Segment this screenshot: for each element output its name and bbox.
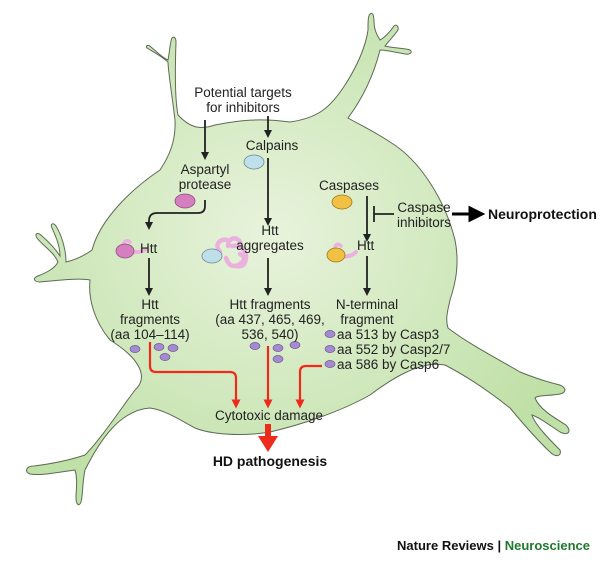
label-htt-aggregates-1: Htt: [261, 223, 279, 238]
htt-fragment-dots-middle: [249, 341, 301, 363]
neuron-cell-body: [26, 12, 570, 506]
credit-publisher: Nature Reviews: [397, 538, 494, 553]
label-nterminal-1: N-terminal: [336, 297, 398, 312]
red-arrow-nterminal-fragments: [295, 364, 322, 409]
label-cytotoxic-damage: Cytotoxic damage: [215, 408, 323, 423]
htt-aspartyl-complex-icon: [115, 238, 148, 259]
figure-credit: Nature Reviews | Neuroscience: [397, 538, 590, 553]
label-cleavage-site-3: aa 586 by Casp6: [337, 357, 439, 372]
label-caspases: Caspases: [319, 178, 379, 193]
inhibition-symbol: [373, 206, 394, 222]
arrow-to-neuroprotection: [452, 205, 486, 223]
label-potential-targets-1: Potential targets: [194, 85, 292, 100]
label-aspartyl-1: Aspartyl: [181, 162, 230, 177]
calpain-protein-icon: [243, 154, 265, 170]
label-cleavage-site-2: aa 552 by Casp2/7: [337, 342, 450, 357]
red-arrow-left-fragments: [148, 342, 241, 409]
label-htt-fragments-left-3: (aa 104–114): [110, 327, 189, 342]
caspase-protein-icon: [331, 194, 353, 210]
label-htt-fragments-middle-3: 536, 540): [241, 327, 298, 342]
htt-aggregates-icon: [201, 236, 249, 269]
label-cleavage-site-1: aa 513 by Casp3: [337, 327, 439, 342]
arrow-aspartyl-to-htt: [145, 200, 206, 230]
label-htt-fragments-left-2: fragments: [120, 312, 180, 327]
label-htt-fragments-middle-2: (aa 437, 465, 469,: [215, 312, 325, 327]
label-htt-fragments-middle-1: Htt fragments: [229, 297, 310, 312]
label-htt-fragments-left-1: Htt: [141, 297, 159, 312]
label-htt-aggregates-2: aggregates: [236, 238, 304, 253]
label-caspase-inhibitors-1: Caspase: [397, 200, 450, 215]
label-caspase-inhibitors-2: inhibitors: [397, 215, 451, 230]
label-potential-targets-2: for inhibitors: [206, 100, 280, 115]
label-nterminal-2: fragment: [340, 312, 394, 327]
label-calpains: Calpains: [246, 138, 299, 153]
aspartyl-protease-icon: [174, 193, 196, 209]
label-aspartyl-2: protease: [179, 177, 232, 192]
label-neuroprotection: Neuroprotection: [488, 206, 597, 222]
label-htt-right: Htt: [357, 238, 375, 253]
credit-separator: |: [493, 538, 505, 553]
htt-fragment-dots-left: [129, 343, 179, 361]
red-arrow-hd-pathogenesis: [258, 424, 278, 452]
htt-caspase-complex-icon: [326, 242, 358, 263]
label-htt-left: Htt: [140, 241, 158, 256]
label-hd-pathogenesis: HD pathogenesis: [213, 453, 328, 469]
credit-journal: Neuroscience: [504, 538, 590, 553]
nterminal-fragment-dots: [324, 330, 336, 368]
